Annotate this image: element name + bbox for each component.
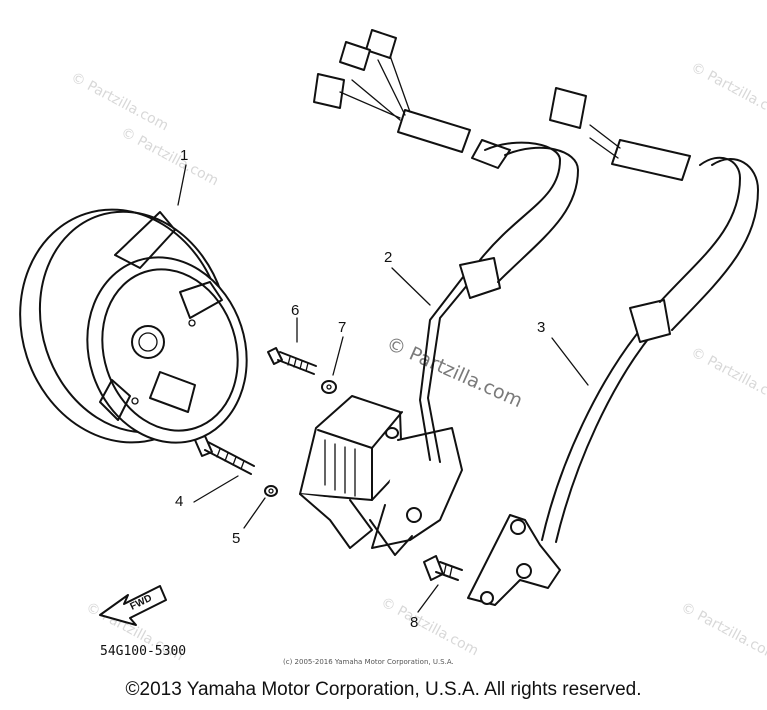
watermark: © Partzilla.com [688, 59, 767, 124]
callout-2: 2 [384, 249, 392, 266]
callout-5: 5 [232, 530, 240, 547]
fwd-arrow-icon: FWD [99, 585, 167, 626]
callout-1: 1 [180, 147, 188, 164]
callout-4: 4 [175, 493, 183, 510]
diagram-code: 54G100-5300 [100, 644, 186, 659]
washer-part-7 [321, 380, 337, 394]
watermark: © Partzilla.com [688, 344, 767, 409]
screw-part-8 [423, 555, 463, 581]
small-copyright: (c) 2005-2016 Yamaha Motor Corporation, … [283, 658, 454, 666]
watermark: © Partzilla.com [378, 594, 481, 659]
leader-lines [177, 164, 589, 613]
watermark: © Partzilla.com [68, 69, 171, 134]
callout-3: 3 [537, 319, 545, 336]
watermark: © Partzilla.com [678, 599, 767, 664]
bolt-part-6 [267, 347, 317, 375]
stator-coil-part-2 [299, 29, 579, 556]
screw-part-4 [194, 435, 255, 475]
copyright-notice: ©2013 Yamaha Motor Corporation, U.S.A. A… [125, 679, 642, 700]
watermark-center: © Partzilla.com [383, 332, 526, 412]
parts-diagram: © Partzilla.com © Partzilla.com © Partzi… [19, 29, 767, 664]
pulser-coil-part-3 [467, 87, 759, 606]
flywheel-rotor [19, 208, 248, 444]
callout-8: 8 [410, 614, 418, 631]
callout-6: 6 [291, 302, 299, 319]
callout-7: 7 [338, 319, 346, 336]
washer-part-5 [264, 485, 278, 497]
callouts: 1 2 3 4 5 6 7 8 [175, 147, 545, 631]
watermark: © Partzilla.com [118, 124, 221, 189]
